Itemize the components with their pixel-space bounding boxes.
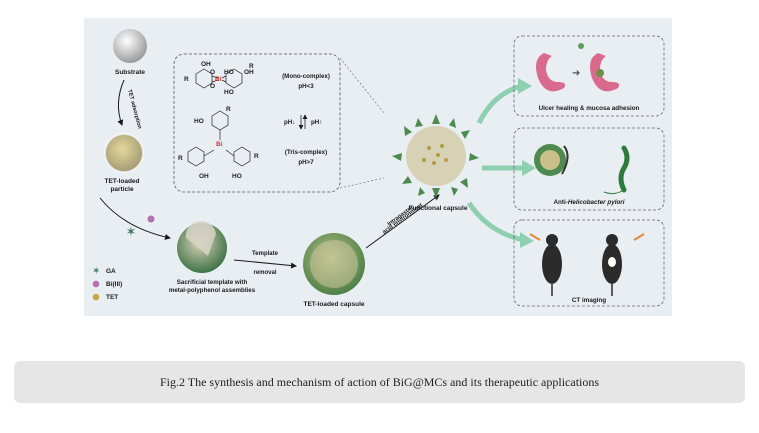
arrow-icon: ➜	[572, 68, 580, 79]
mono-complex-label: (Mono-complex)	[282, 73, 330, 80]
template-removal-label-2: removal	[253, 270, 276, 276]
helicobacter-icon	[618, 145, 630, 193]
mono-ph-label: pH<3	[298, 83, 314, 90]
template-removal-arrow	[233, 259, 297, 269]
svg-text:OH: OH	[199, 173, 209, 180]
tet-loaded-particle-label-1: TET-loaded	[104, 178, 139, 185]
svg-text:O: O	[210, 69, 215, 76]
svg-text:OH: OH	[244, 69, 254, 76]
app-ct-label: CT imaging	[572, 297, 606, 304]
svg-text:R: R	[184, 76, 189, 83]
svg-text:HO: HO	[224, 89, 234, 96]
tet-loaded-particle	[105, 134, 143, 172]
hp-panel	[513, 127, 665, 211]
tet-adsorption-label: TET adsorption	[126, 89, 142, 130]
svg-text:HO: HO	[232, 173, 242, 180]
chemistry-box	[173, 53, 341, 193]
legend-bi-icon	[92, 280, 100, 288]
sacrificial-label-1: Sacrificial template with	[177, 279, 248, 286]
sacrificial-label-2: metal-polyphenol assemblies	[169, 287, 256, 294]
svg-text:R: R	[249, 63, 254, 70]
adsorption-arrow	[117, 79, 125, 126]
bi-tris-label: Bi	[216, 141, 223, 148]
svg-text:OH: OH	[201, 61, 211, 68]
legend-bi-label: Bi(III)	[106, 281, 122, 288]
ph-up-label: pH↑	[311, 119, 322, 126]
app-hp-label: Anti-Helicobacter pylori	[553, 199, 624, 206]
svg-text:R: R	[254, 153, 259, 160]
tet-loaded-particle-label-2: particle	[110, 186, 134, 193]
svg-text:R: R	[178, 155, 183, 162]
syringe-right-icon	[633, 233, 645, 241]
substrate-label: Substrate	[115, 69, 145, 76]
tet-loaded-capsule-label: TET-loaded capsule	[303, 301, 364, 308]
schematic-diagram: Substrate TET adsorption TET-loaded part…	[92, 29, 665, 308]
legend-tet-icon	[92, 293, 100, 301]
caption-box: Fig.2 The synthesis and mechanism of act…	[14, 361, 745, 403]
stomach-left-icon	[536, 53, 566, 92]
ct-panel	[513, 219, 665, 307]
intragastric-arrow	[365, 194, 440, 249]
legend-ga-label: GA	[106, 268, 116, 275]
substrate-sphere	[113, 29, 147, 63]
legend-ga-icon: ✶	[92, 266, 100, 277]
stomach-right-icon	[590, 53, 620, 92]
functional-capsule-label: Functional capsule	[409, 205, 468, 212]
syringe-left-icon	[529, 233, 541, 241]
legend: ✶ GA Bi(III) TET	[92, 266, 122, 301]
svg-text:HO: HO	[194, 118, 204, 125]
figure-caption: Fig.2 The synthesis and mechanism of act…	[159, 374, 600, 389]
ga-star-icon: ✶	[126, 224, 137, 239]
bi-ion-dot	[147, 215, 155, 223]
functional-capsule	[392, 114, 479, 198]
svg-text:HO: HO	[224, 69, 234, 76]
legend-tet-label: TET	[106, 294, 118, 301]
tris-ph-label: pH>7	[298, 159, 314, 166]
arrow-to-ct	[466, 201, 525, 243]
ph-down-label: pH↓	[284, 119, 295, 126]
ulcer-panel	[513, 35, 665, 117]
template-removal-label-1: Template	[252, 251, 279, 257]
app-ulcer-label: Ulcer healing & mucosa adhesion	[539, 105, 640, 112]
tris-complex-structure	[187, 110, 251, 167]
figure-panel: Substrate TET adsorption TET-loaded part…	[84, 18, 672, 316]
tris-complex-label: (Tris-complex)	[285, 149, 327, 156]
bi-mono-label: Bi	[215, 76, 222, 83]
svg-text:R: R	[226, 106, 231, 113]
ct-mouse-left-icon	[542, 234, 562, 296]
mono-complex-structure	[195, 68, 243, 89]
svg-text:O: O	[210, 83, 215, 90]
arrow-to-ulcer	[476, 83, 523, 125]
